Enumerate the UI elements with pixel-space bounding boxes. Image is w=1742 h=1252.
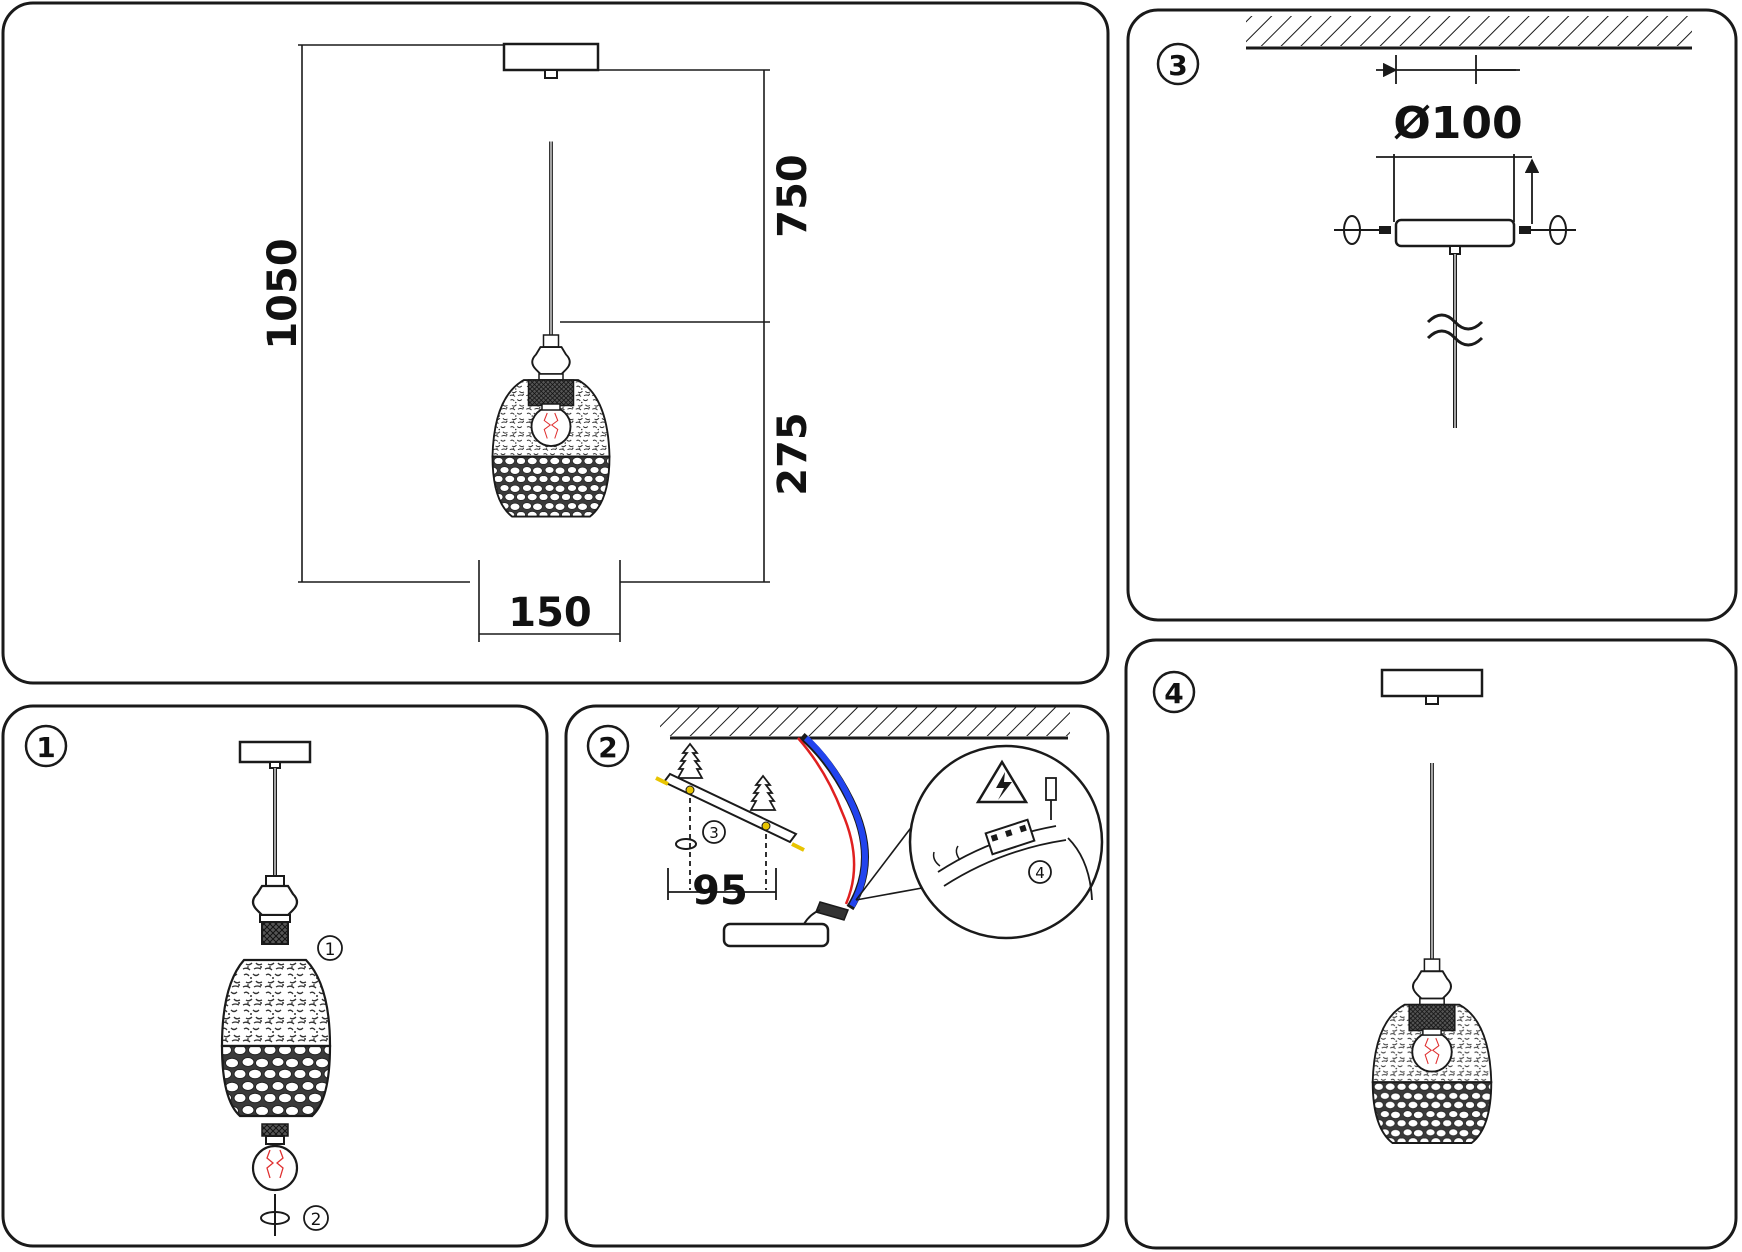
- step-1-callout-2: 2: [311, 1210, 322, 1230]
- cord-length-label: 750: [770, 154, 816, 238]
- bracket-spacing-label: 95: [692, 868, 748, 914]
- rotation-arrow-icon: [675, 838, 697, 850]
- dimension-lines: [298, 44, 770, 642]
- step-1-callout-1: 1: [325, 940, 336, 960]
- rotation-arrow-icon: [1334, 215, 1391, 245]
- warning-triangle-icon: [975, 759, 1029, 804]
- shade-width-label: 150: [508, 590, 592, 636]
- step-1-panel: 1 1 2: [1, 704, 549, 1248]
- step-2-panel: 2 95 3: [564, 704, 1110, 1248]
- canopy-plate: [1394, 218, 1516, 248]
- main-dimension-panel: 1050 750 275 150: [1, 1, 1110, 685]
- step-3-panel: 3 Ø100: [1126, 8, 1738, 622]
- step-2-number: 2: [598, 731, 617, 764]
- canopy-diameter-label: Ø100: [1393, 98, 1522, 149]
- canopy: [502, 42, 600, 72]
- rotation-arrow-icon: [260, 1194, 290, 1236]
- step-2-callout-3: 3: [709, 824, 719, 842]
- step-3-number: 3: [1168, 49, 1187, 82]
- screwdriver-icon: [1045, 777, 1057, 820]
- step-1-number: 1: [36, 731, 55, 764]
- step-4-panel: 4: [1124, 638, 1738, 1250]
- shade-height-label: 275: [770, 412, 816, 496]
- ceiling-hatch: [1246, 16, 1692, 46]
- step-4-number: 4: [1164, 677, 1183, 710]
- ceiling-hatch: [660, 706, 1070, 736]
- rotation-arrow-icon: [1519, 215, 1576, 245]
- wall-plug-icon: [676, 742, 777, 811]
- step-2-callout-4: 4: [1035, 864, 1045, 882]
- total-height-label: 1050: [260, 238, 306, 349]
